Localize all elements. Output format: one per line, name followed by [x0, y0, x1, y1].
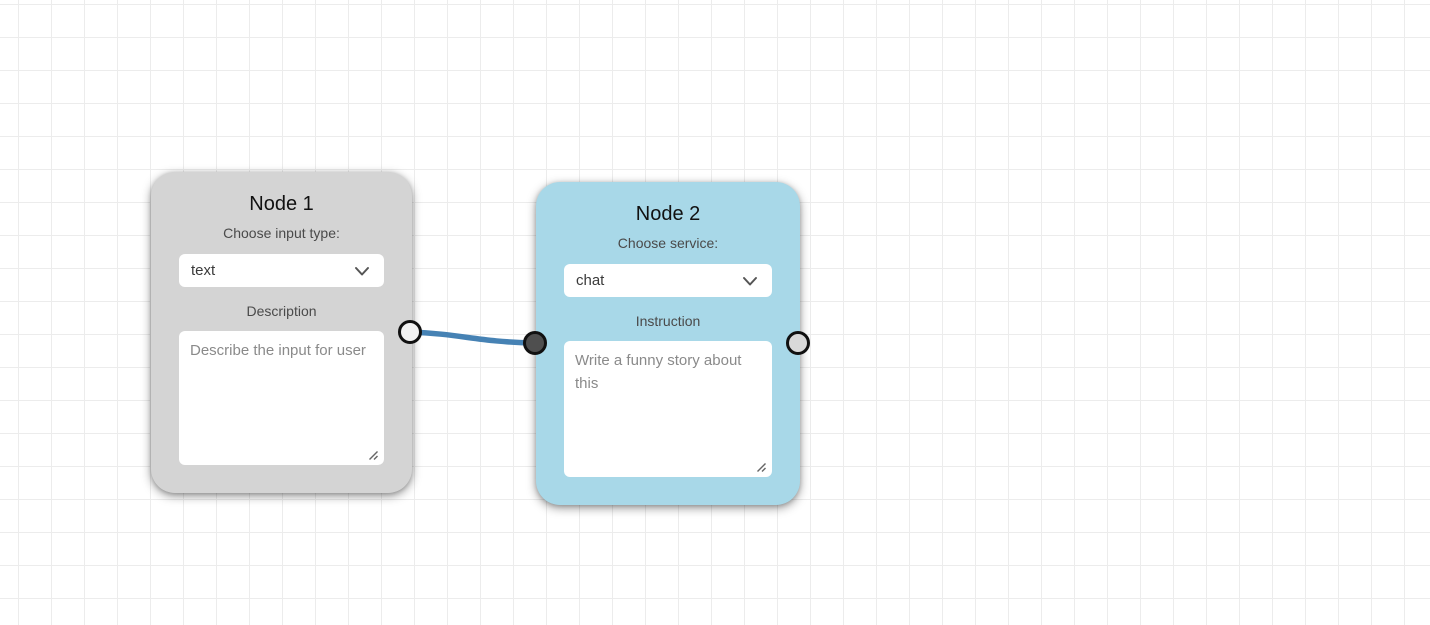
node-2-input-port[interactable]	[523, 331, 547, 355]
node-1-select-value: text	[191, 262, 216, 279]
node-1-textarea-wrap	[179, 331, 384, 465]
node-1[interactable]: Node 1 Choose input type: text Descripti…	[151, 172, 412, 493]
node-1-input-type-select[interactable]: text	[179, 254, 384, 287]
node-1-output-port[interactable]	[398, 320, 422, 344]
connection-edge[interactable]	[407, 329, 538, 346]
node-1-title: Node 1	[249, 193, 314, 215]
node-1-field-label: Description	[246, 303, 317, 319]
chevron-down-icon	[352, 261, 372, 281]
chevron-down-icon	[740, 271, 760, 291]
node-2-field-label: Instruction	[635, 313, 701, 329]
node-2[interactable]: Node 2 Choose service: chat Instruction …	[536, 182, 800, 505]
node-2-select-label: Choose service:	[617, 235, 719, 251]
node-1-description-textarea[interactable]	[179, 331, 384, 465]
node-2-select-value: chat	[576, 272, 605, 289]
node-1-select-label: Choose input type:	[223, 225, 340, 241]
node-2-service-select[interactable]: chat	[564, 264, 772, 297]
node-2-instruction-textarea[interactable]: Write a funny story about this	[564, 341, 772, 477]
resize-grip-icon[interactable]	[755, 460, 767, 472]
node-2-title: Node 2	[635, 203, 701, 225]
node-2-textarea-wrap: Write a funny story about this	[564, 341, 772, 477]
resize-grip-icon[interactable]	[367, 448, 379, 460]
node-2-output-port[interactable]	[786, 331, 810, 355]
